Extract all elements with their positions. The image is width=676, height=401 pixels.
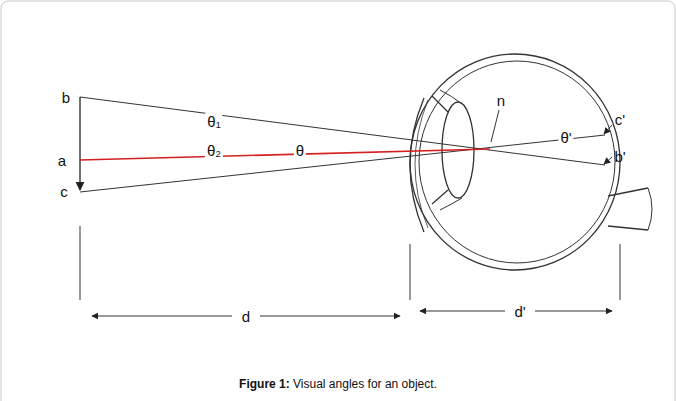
dimension-label: d <box>240 308 252 325</box>
dimension-arrow <box>92 316 232 317</box>
dimension-arrow <box>420 311 505 312</box>
dimension-arrow <box>535 311 612 312</box>
optic-nerve <box>608 188 648 230</box>
extension-line <box>80 226 81 300</box>
figure-caption: Figure 1: Visual angles for an object. <box>239 377 437 391</box>
leader-b-prime <box>604 157 612 164</box>
sclera <box>410 54 620 270</box>
extension-line <box>620 244 621 300</box>
leader-c-prime <box>604 125 612 134</box>
angle-label: θ₂ <box>205 142 223 159</box>
point-label: a <box>56 152 68 169</box>
optic-nerve-end <box>648 188 652 230</box>
ray-c <box>80 135 605 192</box>
point-label: b' <box>612 148 627 165</box>
point-label: c' <box>613 111 627 128</box>
object-arrow <box>79 97 80 190</box>
point-label: c <box>58 183 70 200</box>
cornea-inner <box>415 100 428 228</box>
angle-label: θ <box>294 142 306 159</box>
extension-line <box>410 244 411 300</box>
angle-label: θ₁ <box>205 113 222 130</box>
dimension-label: d' <box>512 303 527 320</box>
angle-label: θ' <box>558 129 573 146</box>
leader-n <box>491 110 499 142</box>
point-label: n <box>495 92 507 109</box>
dimension-arrow <box>260 316 400 317</box>
point-label: b <box>60 89 72 106</box>
ray-a <box>80 149 490 160</box>
ray-b <box>80 97 605 165</box>
